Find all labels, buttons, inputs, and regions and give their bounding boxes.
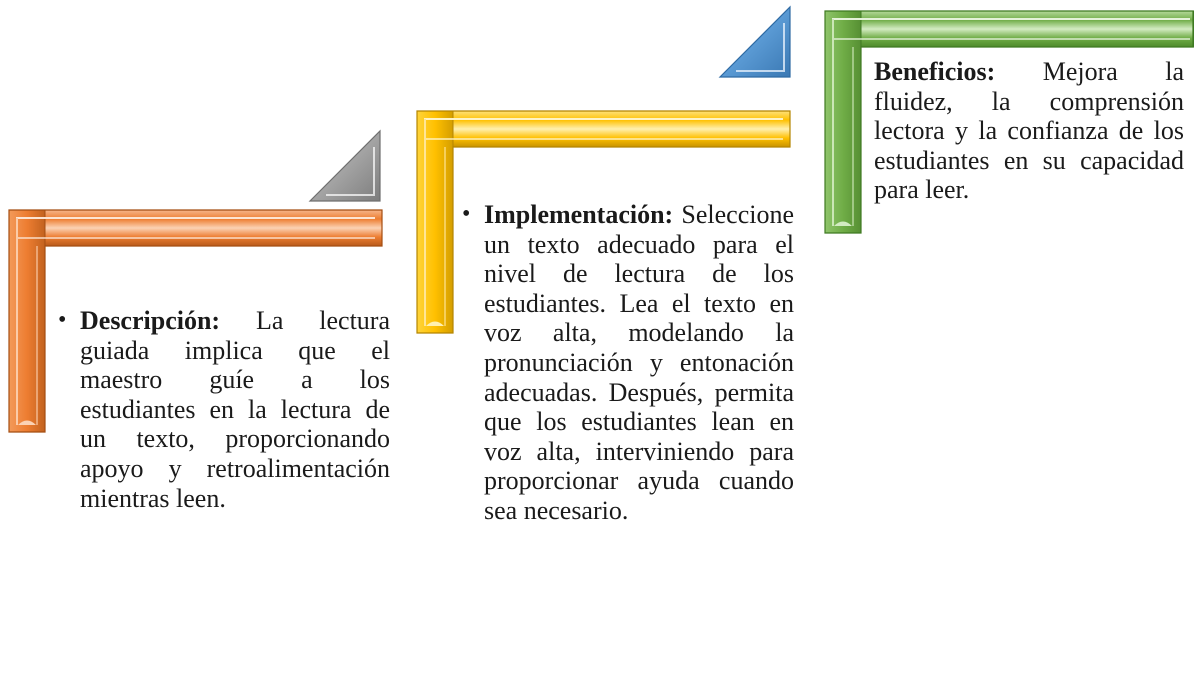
step-bracket-descripcion bbox=[8, 209, 383, 433]
step-text-descripcion: • Descripción: La lectura guiada implica… bbox=[58, 306, 390, 513]
arrow-blue bbox=[718, 5, 791, 78]
step-label-implementacion: Implementación: bbox=[484, 200, 674, 229]
step-text-implementacion: • Implementación: Seleccione un texto ad… bbox=[462, 200, 794, 526]
step-bracket-beneficios bbox=[824, 10, 1194, 234]
step-label-beneficios: Beneficios: bbox=[874, 57, 996, 86]
step-body-beneficios: Mejora la fluidez, la comprensión lector… bbox=[874, 57, 1184, 205]
arrow-gray bbox=[308, 129, 381, 202]
step-body-implementacion: Seleccione un texto adecuado para el niv… bbox=[484, 200, 794, 525]
step-text-beneficios: Beneficios: Mejora la fluidez, la compre… bbox=[874, 57, 1184, 205]
step-label-descripcion: Descripción: bbox=[80, 306, 221, 335]
bullet-icon: • bbox=[58, 307, 67, 333]
bullet-icon: • bbox=[462, 201, 471, 227]
step-body-descripcion: La lectura guiada implica que el maestro… bbox=[80, 306, 390, 513]
step-bracket-implementacion bbox=[416, 110, 791, 334]
